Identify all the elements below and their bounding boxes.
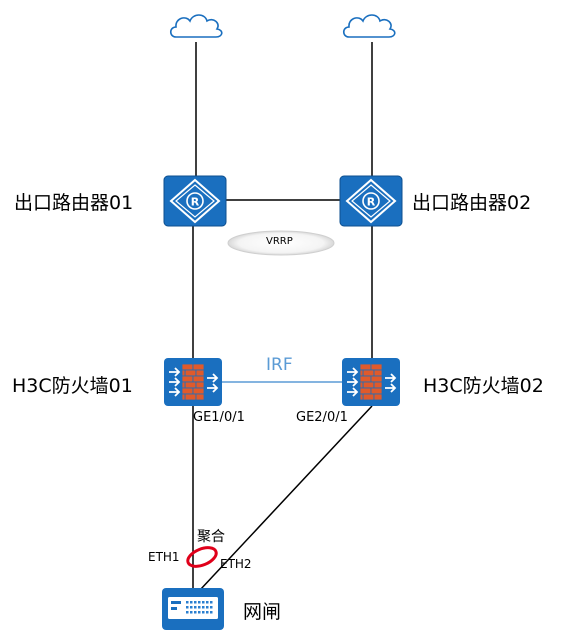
eth2-label: ETH2 <box>220 557 252 571</box>
aggregation-ring <box>186 546 218 568</box>
firewall1-label: H3C防火墙01 <box>12 375 133 397</box>
cloud-icon <box>169 14 223 38</box>
aggregation-label: 聚合 <box>197 529 225 545</box>
router1-label: 出口路由器01 <box>14 192 134 214</box>
eth1-label: ETH1 <box>148 550 180 564</box>
gatekeeper-icon <box>162 588 224 630</box>
cloud-icon <box>342 14 396 38</box>
router2-label: 出口路由器02 <box>412 192 532 214</box>
firewall-icon <box>164 358 222 406</box>
svg-text:R: R <box>367 196 376 209</box>
vrrp-label: VRRP <box>266 236 293 247</box>
link-firewall2-gateway <box>199 405 373 591</box>
fw1-port-label: GE1/0/1 <box>193 410 245 425</box>
vrrp-oval <box>227 230 335 256</box>
firewall-icon <box>342 358 400 406</box>
router-icon: R <box>163 175 227 227</box>
svg-text:R: R <box>191 196 200 209</box>
router-icon: R <box>339 175 403 227</box>
gateway-label: 网闸 <box>243 601 282 623</box>
irf-label: IRF <box>266 355 293 375</box>
fw2-port-label: GE2/0/1 <box>296 410 348 425</box>
firewall2-label: H3C防火墙02 <box>423 375 544 397</box>
